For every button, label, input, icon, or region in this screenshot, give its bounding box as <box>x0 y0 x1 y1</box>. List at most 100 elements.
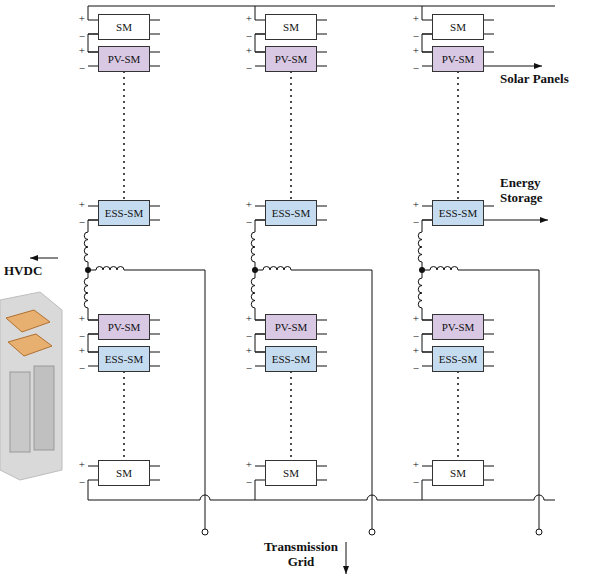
terminal-stub <box>422 66 432 67</box>
pv-sub-module: PV-SM <box>432 46 484 72</box>
ess-sub-module: ESS-SM <box>432 200 484 226</box>
terminal-sign: + <box>79 12 85 25</box>
terminal-stub <box>150 206 160 207</box>
terminal-stub <box>88 52 98 53</box>
bus-link <box>255 6 256 20</box>
terminal-stub <box>317 34 327 35</box>
terminal-stub <box>255 220 265 221</box>
terminal-stub <box>150 466 160 467</box>
terminal-sign: + <box>246 198 252 211</box>
terminal-stub <box>88 20 98 21</box>
ess-sub-module: ESS-SM <box>98 346 150 372</box>
terminal-sign: − <box>246 476 252 489</box>
terminal-stub <box>150 334 160 335</box>
valve-cylinder <box>34 366 54 450</box>
terminal-stub <box>150 20 160 21</box>
arm-wire <box>422 334 432 352</box>
terminal-sign: − <box>413 62 419 75</box>
terminal-sign: − <box>246 62 252 75</box>
series-dots <box>457 372 459 460</box>
terminal-stub <box>317 52 327 53</box>
terminal-stub <box>422 480 432 481</box>
solar-arrow <box>494 66 542 67</box>
ess-sub-module: ESS-SM <box>265 200 317 226</box>
terminal-sign: − <box>246 330 252 343</box>
terminal-sign: − <box>413 216 419 229</box>
terminal-stub <box>255 52 265 53</box>
arm-inductor <box>84 232 88 262</box>
top-dc-bus <box>88 6 555 7</box>
ess-sub-module: ESS-SM <box>98 200 150 226</box>
terminal-sign: − <box>79 216 85 229</box>
sub-module: SM <box>432 14 484 40</box>
arm-inductor <box>418 278 422 308</box>
ess-sub-module: ESS-SM <box>265 346 317 372</box>
terminal-stub <box>150 52 160 53</box>
terminal-stub <box>484 206 494 207</box>
terminal-sign: + <box>413 312 419 325</box>
module-name: SM <box>450 21 466 33</box>
arm-wire <box>422 34 432 52</box>
terminal-stub <box>255 34 265 35</box>
series-dots <box>290 372 292 460</box>
terminal-stub <box>422 466 432 467</box>
terminal-stub <box>484 20 494 21</box>
terminal-stub <box>255 20 265 21</box>
terminal-stub <box>484 220 494 221</box>
terminal-sign: − <box>79 476 85 489</box>
terminal-sign: + <box>79 198 85 211</box>
arm-wire <box>255 34 265 52</box>
output-terminal <box>369 529 375 535</box>
arm-wire <box>88 334 98 352</box>
terminal-sign: + <box>79 312 85 325</box>
bus-link <box>422 6 423 20</box>
terminal-sign: + <box>246 12 252 25</box>
terminal-stub <box>422 20 432 21</box>
terminal-stub <box>150 220 160 221</box>
terminal-stub <box>484 66 494 67</box>
arm-wire <box>88 34 98 52</box>
converter-valve-picture <box>0 292 62 480</box>
ac-output-line <box>255 267 372 530</box>
arm-inductors <box>84 6 542 535</box>
terminal-stub <box>484 334 494 335</box>
arm-wire <box>255 334 265 352</box>
terminal-stub <box>255 206 265 207</box>
output-label: Transmission Grid <box>258 540 344 570</box>
bus-link <box>422 480 423 500</box>
module-name: SM <box>283 467 299 479</box>
pv-sub-module: PV-SM <box>98 314 150 340</box>
output-label: Solar Panels <box>500 72 569 87</box>
terminal-stub <box>88 466 98 467</box>
terminal-stub <box>150 480 160 481</box>
terminal-stub <box>317 352 327 353</box>
pv-sub-module: PV-SM <box>98 46 150 72</box>
terminal-stub <box>88 334 98 335</box>
terminal-stub <box>255 334 265 335</box>
arm-inductor <box>251 278 255 308</box>
terminal-stub <box>317 206 327 207</box>
series-dots <box>457 72 459 200</box>
module-name: SM <box>283 21 299 33</box>
terminal-stub <box>317 320 327 321</box>
terminal-stub <box>255 66 265 67</box>
bottom-dc-bus <box>88 495 555 500</box>
module-name: PV-SM <box>108 321 141 333</box>
series-dots <box>123 372 125 460</box>
terminal-stub <box>317 466 327 467</box>
output-terminal <box>202 529 208 535</box>
pv-sub-module: PV-SM <box>432 314 484 340</box>
terminal-stub <box>317 480 327 481</box>
terminal-stub <box>88 352 98 353</box>
terminal-stub <box>484 352 494 353</box>
terminal-stub <box>317 366 327 367</box>
terminal-sign: − <box>79 62 85 75</box>
terminal-stub <box>317 220 327 221</box>
terminal-stub <box>422 320 432 321</box>
terminal-sign: − <box>79 362 85 375</box>
sub-module: SM <box>265 460 317 486</box>
terminal-sign: + <box>246 44 252 57</box>
terminal-sign: − <box>413 330 419 343</box>
